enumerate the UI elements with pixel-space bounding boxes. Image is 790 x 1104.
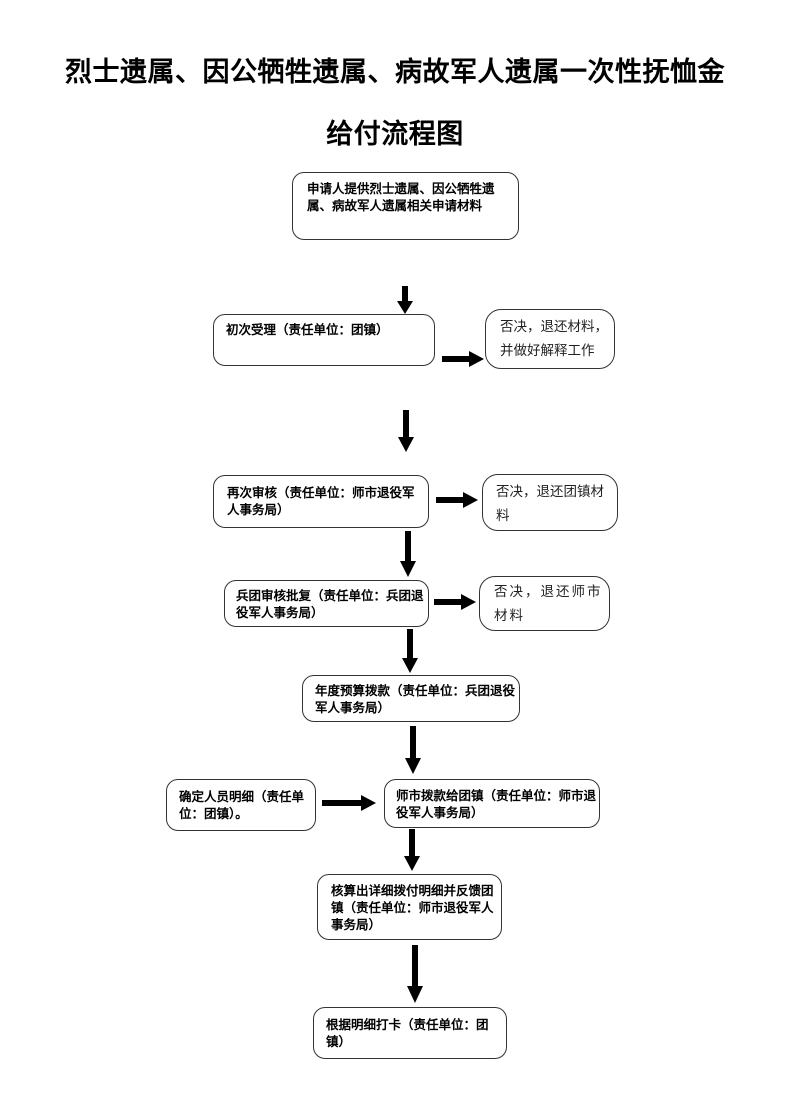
node-second-review: 再次审核（责任单位：师市退役军人事务局） [213, 475, 429, 528]
node-reject-3: 否决，退还师市材料 [479, 576, 610, 631]
arrow-down-3 [400, 531, 416, 577]
arrow-right-reject-1 [442, 351, 484, 367]
node-pay-card-label: 根据明细打卡（责任单位：团镇） [326, 1017, 489, 1049]
arrow-down-4 [402, 629, 418, 673]
node-apply: 申请人提供烈士遗属、因公牺牲遗属、病故军人遗属相关申请材料 [292, 172, 519, 240]
node-reject-1-label: 否决，退还材料，并做好解释工作 [500, 319, 608, 359]
node-budget: 年度预算拨款（责任单位：兵团退役军人事务局） [302, 675, 520, 722]
node-calculate: 核算出详细拨付明细并反馈团镇（责任单位：师市退役军人事务局） [317, 874, 502, 940]
node-pay-card: 根据明细打卡（责任单位：团镇） [313, 1007, 507, 1059]
node-reject-1: 否决，退还材料，并做好解释工作 [485, 309, 615, 369]
arrow-down-5 [405, 726, 421, 774]
node-division-allocate-label: 师市拨款给团镇（责任单位：师市退役军人事务局） [396, 788, 597, 820]
node-confirm-staff: 确定人员明细（责任单位：团镇）。 [166, 779, 316, 831]
node-corps-approve: 兵团审核批复（责任单位：兵团退役军人事务局） [224, 580, 429, 627]
node-reject-2-label: 否决，退还团镇材料 [496, 484, 604, 524]
node-confirm-staff-label: 确定人员明细（责任单位：团镇）。 [179, 789, 305, 821]
node-division-allocate: 师市拨款给团镇（责任单位：师市退役军人事务局） [384, 779, 600, 828]
arrow-down-7 [407, 945, 423, 1003]
arrow-down-1 [397, 286, 413, 314]
node-second-review-label: 再次审核（责任单位：师市退役军人事务局） [227, 485, 415, 517]
diagram-title-line1: 烈士遗属、因公牺牲遗属、病故军人遗属一次性抚恤金 [65, 57, 725, 88]
node-calculate-label: 核算出详细拨付明细并反馈团镇（责任单位：师市退役军人事务局） [331, 883, 494, 932]
diagram-title-line2: 给付流程图 [326, 119, 464, 150]
arrow-down-6 [404, 829, 420, 871]
arrow-right-reject-2 [436, 492, 478, 508]
node-reject-2: 否决，退还团镇材料 [482, 474, 618, 531]
node-first-accept-label: 初次受理（责任单位：团镇） [226, 322, 389, 337]
arrow-right-to-allocate [322, 795, 376, 811]
node-budget-label: 年度预算拨款（责任单位：兵团退役军人事务局） [315, 683, 516, 715]
arrow-right-reject-3 [434, 594, 476, 610]
node-first-accept: 初次受理（责任单位：团镇） [213, 314, 435, 366]
node-reject-3-label: 否决，退还师市材料 [494, 584, 603, 624]
node-apply-label: 申请人提供烈士遗属、因公牺牲遗属、病故军人遗属相关申请材料 [307, 181, 495, 213]
node-corps-approve-label: 兵团审核批复（责任单位：兵团退役军人事务局） [236, 588, 424, 620]
arrow-down-2 [398, 410, 414, 452]
